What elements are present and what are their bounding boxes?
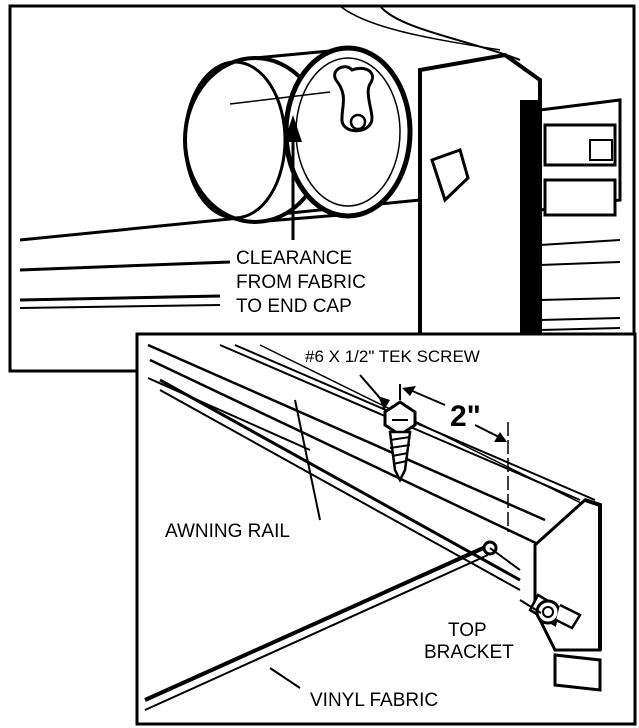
rail-leader-line <box>294 399 321 521</box>
bracket-label: TOP BRACKET <box>424 620 514 663</box>
vinyl-fabric <box>144 540 521 711</box>
fabric-label: VINYL FABRIC <box>310 690 438 711</box>
wing-nut <box>528 593 582 630</box>
spacing-label: 2" <box>450 400 481 433</box>
bracket-shadow <box>520 100 540 371</box>
bottom-panel: 2" #6 X 1/2" TEK SCREW AWNING RAIL TOP B… <box>135 332 637 726</box>
rail-label: AWNING RAIL <box>165 521 290 542</box>
clearance-label: CLEARANCE FROM FABRIC TO END CAP <box>236 248 371 317</box>
fabric-leader-line <box>269 667 301 689</box>
clearance-arrow <box>284 115 302 240</box>
dimension-2in: 2" <box>399 384 509 532</box>
side-bracket <box>418 52 622 373</box>
top-panel: CLEARANCE FROM FABRIC TO END CAP <box>8 4 636 373</box>
top-bracket <box>519 498 602 692</box>
awning-rail <box>147 343 596 591</box>
tek-screw <box>359 374 417 483</box>
end-cap <box>183 45 413 224</box>
screw-label: #6 X 1/2" TEK SCREW <box>305 347 480 366</box>
latch-tab <box>430 148 470 203</box>
